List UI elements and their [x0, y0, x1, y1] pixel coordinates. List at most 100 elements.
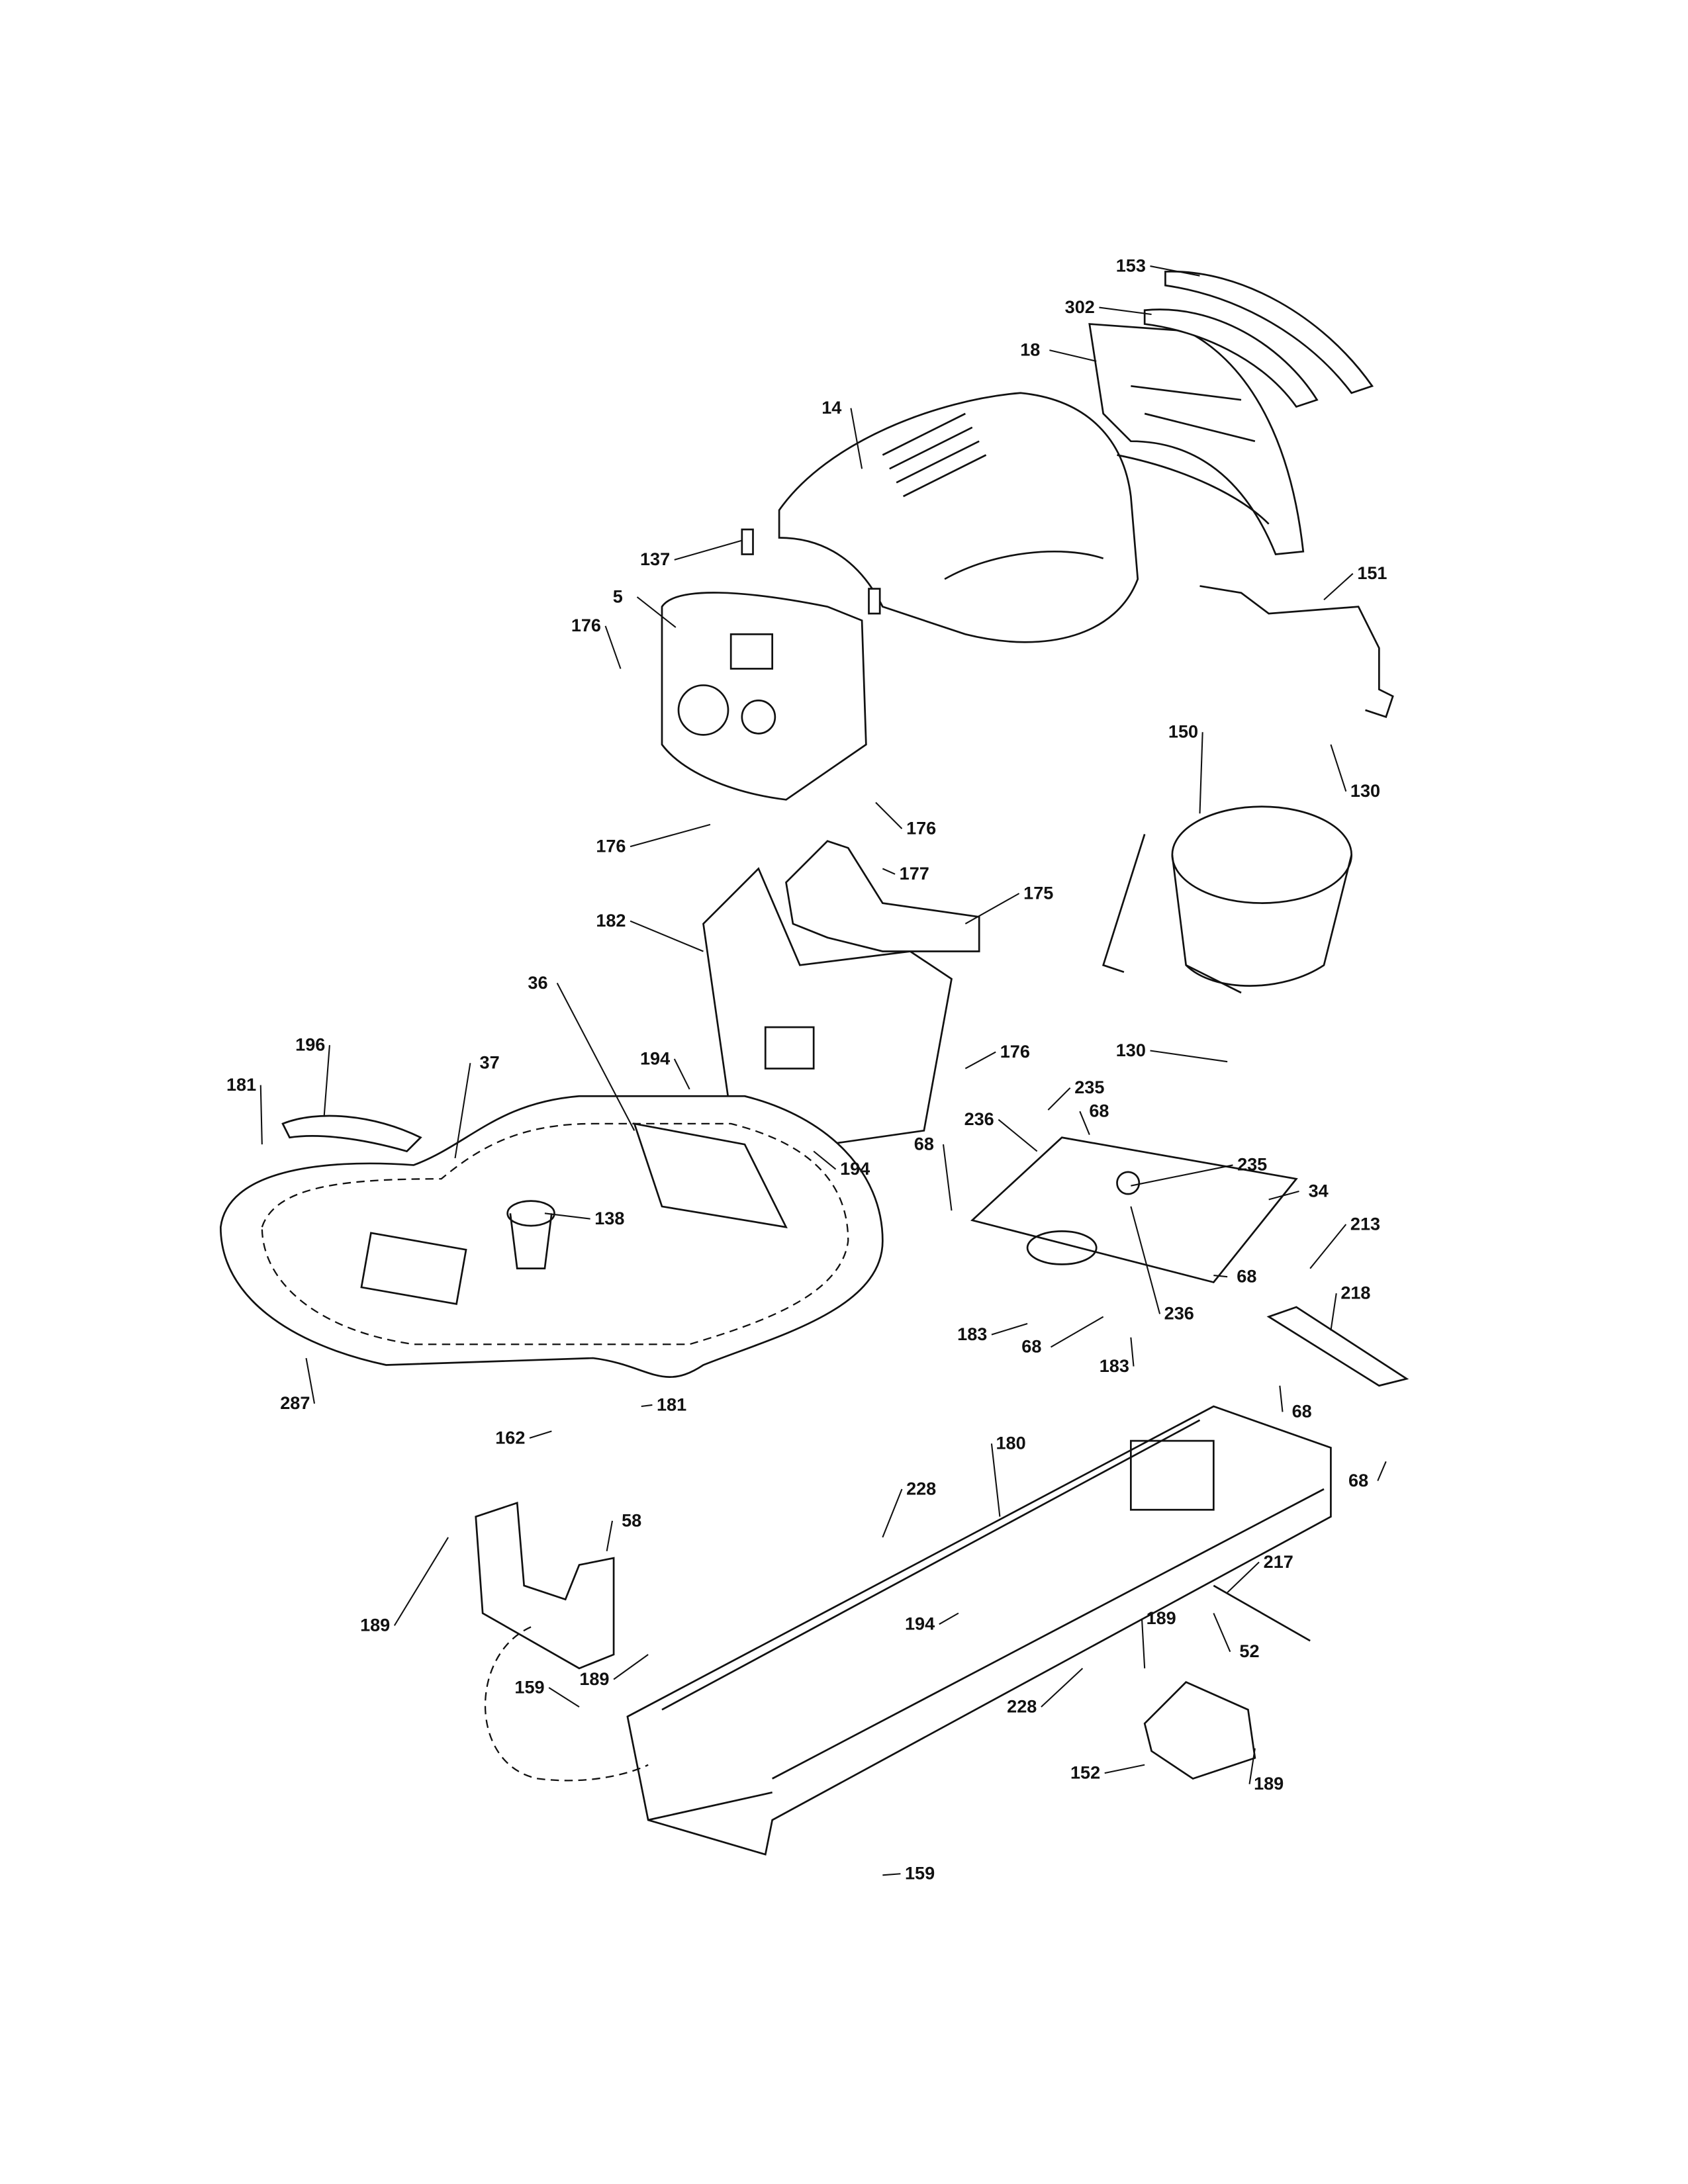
part-number-label: 175 [1023, 882, 1053, 903]
bracket-part-152 [1143, 1681, 1256, 1780]
part-number-label: 14 [821, 397, 841, 418]
bumper-part-137b [868, 588, 881, 615]
leader-line [1050, 1316, 1104, 1348]
part-number-label: 52 [1239, 1641, 1259, 1661]
part-number-label: 68 [1292, 1401, 1312, 1422]
leader-line [674, 539, 743, 561]
part-number-label: 138 [594, 1208, 624, 1228]
part-number-label: 213 [1350, 1213, 1380, 1234]
leader-line [1227, 1561, 1260, 1594]
part-number-label: 36 [528, 972, 547, 993]
leader-line [1099, 306, 1152, 316]
leader-line [1141, 1618, 1146, 1668]
leader-line [641, 1404, 653, 1408]
leader-line [613, 1654, 649, 1680]
leader-line [1041, 1668, 1084, 1707]
leader-line [1330, 1293, 1337, 1331]
leader-line [964, 1051, 996, 1069]
leader-line [1309, 1224, 1347, 1269]
leader-line [1130, 1206, 1161, 1314]
leader-line [1079, 1111, 1090, 1135]
part-number-label: 228 [1007, 1696, 1037, 1717]
leader-line [604, 625, 622, 669]
part-number-label: 181 [657, 1394, 686, 1414]
leader-line [548, 1687, 580, 1708]
part-number-label: 302 [1065, 296, 1095, 317]
leader-line [1268, 1190, 1299, 1201]
leader-line [850, 408, 863, 469]
part-number-label: 180 [996, 1433, 1025, 1453]
part-number-label: 151 [1357, 563, 1387, 583]
part-number-label: 152 [1070, 1762, 1100, 1783]
part-number-label: 189 [1254, 1773, 1284, 1794]
leader-line [606, 1520, 614, 1551]
leader-line [1213, 1613, 1231, 1653]
leader-line [556, 982, 635, 1131]
part-number-label: 176 [906, 817, 936, 838]
bracket-part-58 [475, 1502, 615, 1670]
part-number-label: 68 [1021, 1336, 1041, 1357]
part-number-label: 130 [1350, 780, 1380, 801]
part-number-label: 153 [1116, 255, 1146, 275]
leader-line [1248, 1748, 1256, 1784]
leader-line [939, 1612, 959, 1625]
part-number-label: 159 [905, 1863, 935, 1884]
part-number-label: 189 [1147, 1608, 1176, 1628]
hidden-line [484, 1626, 649, 1782]
leader-line [1150, 1050, 1228, 1063]
leader-line [875, 801, 903, 829]
part-number-label: 176 [1000, 1041, 1030, 1062]
leader-line [1323, 572, 1354, 601]
leader-line [630, 823, 711, 848]
leader-line [1377, 1461, 1387, 1481]
part-number-label: 68 [1237, 1266, 1256, 1287]
leader-line [529, 1430, 552, 1439]
part-number-label: 137 [640, 549, 670, 569]
leader-line [393, 1537, 449, 1626]
part-number-label: 159 [514, 1676, 544, 1697]
part-number-label: 236 [964, 1109, 994, 1129]
part-number-label: 130 [1116, 1040, 1146, 1060]
leader-line [259, 1085, 263, 1145]
leader-line [1104, 1764, 1145, 1774]
part-number-label: 182 [596, 910, 626, 931]
leader-line [998, 1118, 1038, 1152]
bracket-part-218 [1266, 1306, 1409, 1387]
part-number-label: 194 [640, 1048, 670, 1068]
frame-part-180 [626, 1405, 1332, 1856]
leader-line [882, 1873, 901, 1876]
part-number-label: 236 [1164, 1303, 1194, 1324]
hood-part-14 [778, 392, 1139, 643]
leader-line [882, 868, 896, 875]
leader-line [882, 1488, 903, 1538]
part-number-label: 217 [1264, 1551, 1293, 1572]
trim-part-153 [1164, 271, 1374, 394]
part-number-label: 189 [360, 1615, 390, 1635]
leader-line [1047, 1087, 1071, 1111]
leader-line [305, 1357, 316, 1404]
part-number-label: 194 [840, 1158, 870, 1179]
bumper-part-137a [741, 528, 754, 555]
dash-panel-part-5 [661, 592, 867, 801]
part-number-label: 176 [596, 836, 626, 856]
leader-lines [259, 265, 1387, 1876]
part-number-label: 68 [1089, 1101, 1109, 1121]
part-number-label: 68 [1348, 1470, 1368, 1490]
trim-part-302 [1143, 308, 1319, 408]
part-number-label: 183 [957, 1324, 987, 1344]
footrest-part-196 [281, 1115, 422, 1153]
leader-line [964, 893, 1020, 925]
mount-plate-part-34 [970, 1136, 1298, 1284]
bracket-part-175 [785, 840, 980, 952]
bracket-part-151 [1199, 585, 1394, 719]
part-number-label: 177 [900, 863, 929, 884]
fender-part-37 [219, 1095, 884, 1378]
leader-line [1150, 265, 1200, 277]
leader-line [1213, 1275, 1228, 1278]
leader-line [942, 1144, 953, 1211]
part-number-label: 228 [906, 1478, 936, 1498]
part-labels: 1533021814137151517613015017617617717518… [226, 255, 1387, 1883]
leader-line [1199, 732, 1203, 814]
